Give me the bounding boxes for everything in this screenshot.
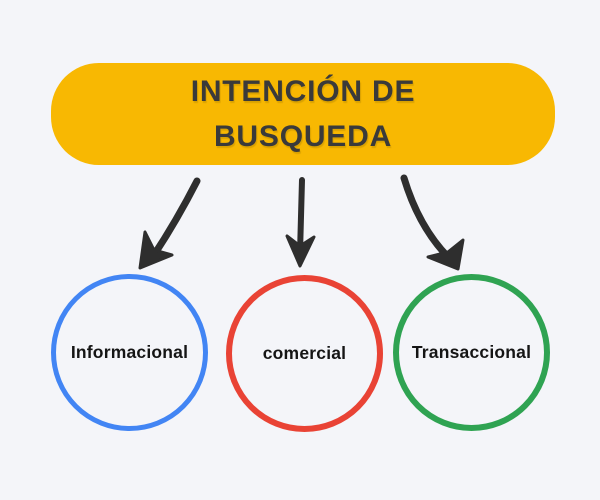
arrow-down-right-icon [400,174,465,271]
title-pill: INTENCIÓN DE BUSQUEDA [51,63,555,165]
node-comercial: comercial [226,275,383,432]
title-line-1: INTENCIÓN DE [190,75,416,108]
arrow-down-left-icon [138,177,201,270]
title-line-2: BUSQUEDA [213,120,393,153]
node-transaccional: Transaccional [393,274,550,431]
node-informacional-label: Informacional [70,342,189,362]
arrow-down-icon [285,177,316,268]
node-transaccional-label: Transaccional [411,342,532,362]
node-comercial-label: comercial [262,343,347,363]
node-informacional: Informacional [51,274,208,431]
